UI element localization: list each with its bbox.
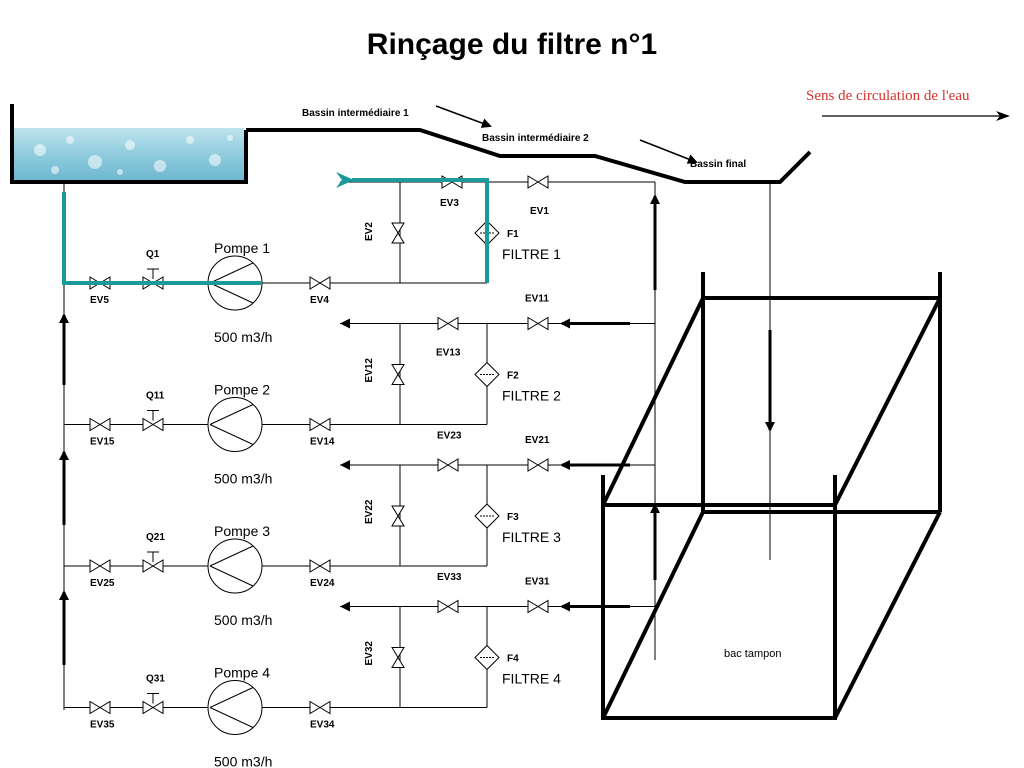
valve-label: EV23	[437, 431, 462, 442]
valve-EV11	[527, 316, 549, 331]
basin-2-pointer-arrow	[435, 105, 492, 128]
valve-label: EV14	[310, 437, 335, 448]
valve-label: Q31	[146, 674, 165, 685]
flow-direction-legend: Sens de circulation de l'eau	[806, 88, 970, 104]
valve-label: EV24	[310, 578, 335, 589]
rinse-path-highlight	[62, 192, 262, 285]
valve-label: EV11	[525, 294, 549, 305]
valve-top	[437, 599, 459, 614]
valve-Q11	[142, 417, 164, 432]
pump-label: Pompe 4	[214, 665, 270, 681]
filter-icon	[474, 644, 500, 671]
pump-flow-label: 500 m3/h	[214, 612, 272, 628]
filter-id-label: F1	[507, 229, 519, 240]
filter-name-label: FILTRE 3	[502, 529, 561, 545]
pump-flow-label: 500 m3/h	[214, 754, 272, 768]
filter-id-label: F4	[507, 654, 519, 665]
valve-label: EV15	[90, 437, 115, 448]
filter-name-label: FILTRE 2	[502, 388, 561, 404]
rinse-path-highlight-2	[336, 172, 489, 283]
valve-EV32	[391, 647, 405, 668]
water-bubbles	[34, 135, 233, 175]
pump-icon	[207, 397, 263, 452]
valve-EV15	[89, 417, 111, 432]
valve-EV1	[527, 175, 549, 189]
valve-Q21	[142, 559, 164, 573]
valve-EV4	[309, 276, 331, 290]
valve-label: EV1	[530, 206, 549, 217]
valve-label: Q11	[146, 391, 165, 402]
filter-id-label: F2	[507, 371, 519, 382]
diagram-title: Rinçage du filtre n°1	[366, 28, 658, 61]
filter-name-label: FILTRE 4	[502, 671, 561, 687]
valve-Q31	[142, 700, 164, 715]
valve-top	[437, 316, 459, 331]
basin-final-label: Bassin final	[690, 159, 746, 170]
pump-icon	[207, 538, 263, 594]
filter-name-label: FILTRE 1	[502, 246, 561, 262]
valve-top	[437, 458, 459, 472]
valve-label: EV31	[525, 577, 550, 588]
valve-EV35	[89, 700, 111, 715]
valve-label: EV34	[310, 720, 335, 731]
buffer-tank-label: bac tampon	[724, 648, 781, 660]
valve-label: EV32	[364, 641, 375, 666]
pump-flow-label: 500 m3/h	[214, 329, 272, 345]
basin-final-pointer-arrow	[639, 139, 698, 164]
basin-water	[14, 128, 244, 182]
basin-intermediaire-1-wall	[10, 104, 248, 184]
valve-label: EV22	[364, 499, 375, 524]
pump-icon	[207, 680, 263, 735]
basin-1-label: Bassin intermédiaire 1	[302, 108, 409, 119]
buffer-tank	[601, 272, 942, 720]
valve-label: EV25	[90, 578, 115, 589]
valve-label: EV13	[436, 348, 461, 359]
filter-id-label: F3	[507, 512, 519, 523]
valve-EV21	[527, 458, 549, 472]
valve-EV2	[391, 222, 405, 244]
pump-flow-label: 500 m3/h	[214, 471, 272, 487]
valve-label: EV2	[364, 222, 375, 241]
filter-icon	[474, 361, 500, 388]
valve-label: EV3	[440, 198, 459, 209]
valve-EV34	[309, 700, 331, 715]
valve-label: EV33	[437, 572, 462, 583]
valve-label: EV5	[90, 295, 109, 306]
pump-label: Pompe 1	[214, 240, 270, 256]
valve-label: EV4	[310, 295, 329, 306]
basin-cascade-edge	[246, 128, 812, 184]
valve-EV31	[527, 599, 549, 614]
valve-label: EV21	[525, 435, 550, 446]
valve-EV24	[309, 559, 331, 573]
valve-label: EV12	[364, 358, 375, 383]
valve-EV25	[89, 559, 111, 573]
pump-label: Pompe 3	[214, 523, 270, 539]
valve-EV12	[391, 364, 405, 385]
valve-label: EV35	[90, 720, 115, 731]
filter-icon	[474, 503, 500, 529]
pump-label: Pompe 2	[214, 382, 270, 398]
valve-EV22	[391, 505, 405, 527]
valve-label: Q1	[146, 249, 160, 260]
valve-EV14	[309, 417, 331, 432]
basin-2-label: Bassin intermédiaire 2	[482, 133, 589, 144]
valve-label: Q21	[146, 532, 165, 543]
